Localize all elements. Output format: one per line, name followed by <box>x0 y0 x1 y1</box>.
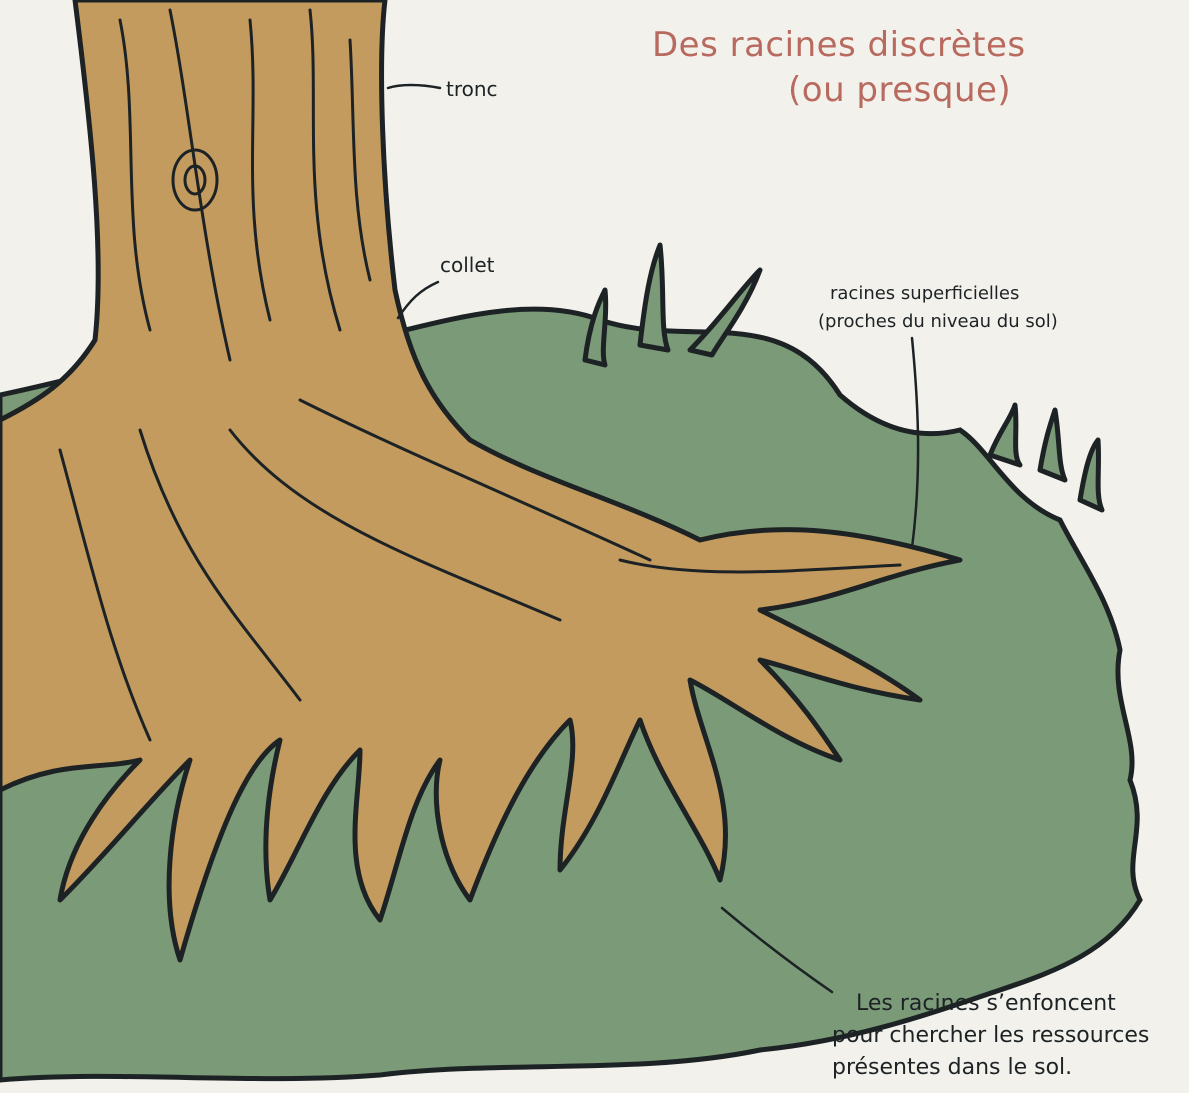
label-superficielles-2: (proches du niveau du sol) <box>818 311 1058 332</box>
leader-collet <box>396 280 440 320</box>
title-line-1: Des racines discrètes <box>652 25 1026 65</box>
leader-tronc <box>386 83 442 90</box>
label-tronc: tronc <box>446 77 498 101</box>
leader-deep <box>720 906 834 994</box>
leader-superficielles <box>910 336 920 550</box>
leader-lines <box>386 83 920 994</box>
bark-texture <box>58 8 902 742</box>
label-deep-2: pour chercher les ressources <box>832 1023 1150 1048</box>
label-collet: collet <box>440 253 495 277</box>
label-deep-1: Les racines s’enfoncent <box>856 991 1116 1016</box>
label-deep-3: présentes dans le sol. <box>832 1055 1073 1080</box>
title-line-2: (ou presque) <box>788 70 1012 110</box>
grass-tufts <box>582 242 1105 513</box>
trunk <box>0 0 963 963</box>
label-superficielles-1: racines superficielles <box>830 283 1020 304</box>
